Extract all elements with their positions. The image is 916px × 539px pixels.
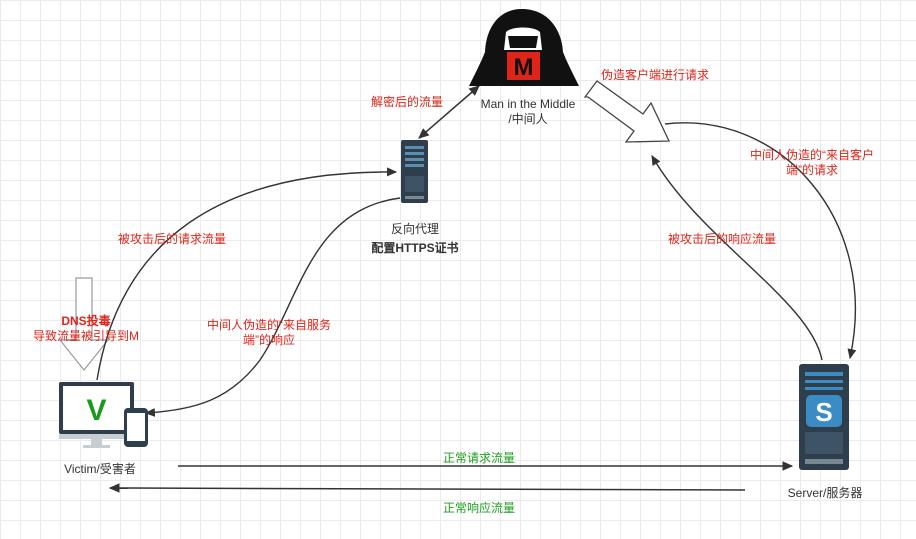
dns-poisoning-desc: 导致流量被引导到M bbox=[33, 329, 139, 343]
mitm-forged-client-label: 中间人伪造的“来自客户 端”的请求 bbox=[734, 148, 890, 178]
proxy-label-line2: 配置HTTPS证书 bbox=[371, 241, 459, 255]
attacker-proxy-arrow bbox=[418, 85, 480, 139]
svg-text:M: M bbox=[514, 54, 534, 81]
svg-text:V: V bbox=[86, 394, 106, 427]
forge-client-request-label: 伪造客户端进行请求 bbox=[601, 68, 710, 82]
proxy-label-line1: 反向代理 bbox=[390, 222, 439, 236]
dns-poisoning-label: DNS投毒 导致流量被引导到M bbox=[16, 314, 156, 344]
mitm-forged-server-line2: 端”的响应 bbox=[243, 333, 295, 347]
dns-hollow-arrow bbox=[58, 277, 110, 371]
mitm-forged-client-line2: 端”的请求 bbox=[786, 163, 838, 177]
victim-computer-icon: V bbox=[59, 382, 148, 448]
server-icon: S bbox=[799, 364, 849, 470]
attacker-badge bbox=[507, 52, 540, 80]
forge-hollow-arrow bbox=[583, 80, 671, 143]
attacker-to-server-arrow bbox=[664, 122, 857, 360]
proxy-label: 反向代理 配置HTTPS证书 bbox=[356, 220, 474, 258]
mitm-forged-server-line1: 中间人伪造的“来自服务 bbox=[207, 318, 331, 332]
server-label: Server/服务器 bbox=[787, 486, 863, 500]
attacked-response-label: 被攻击后的响应流量 bbox=[668, 232, 777, 246]
mitm-forged-client-line1: 中间人伪造的“来自客户 bbox=[750, 148, 874, 162]
attacker-label-line1: Man in the Middle bbox=[480, 97, 576, 111]
victim-to-proxy-arrow bbox=[96, 167, 398, 381]
victim-label: Victim/受害者 bbox=[64, 462, 136, 476]
attacked-request-label: 被攻击后的请求流量 bbox=[118, 232, 227, 246]
decrypted-traffic-label: 解密后的流量 bbox=[371, 95, 444, 109]
proxy-server-icon bbox=[401, 140, 428, 203]
normal-response-label: 正常响应流量 bbox=[443, 501, 516, 515]
hacker-icon: M bbox=[469, 9, 579, 86]
dns-poisoning-title: DNS投毒 bbox=[61, 314, 111, 328]
mitm-forged-server-label: 中间人伪造的“来自服务 端”的响应 bbox=[190, 318, 348, 348]
attacker-label-line2: /中间人 bbox=[508, 112, 548, 126]
proxy-to-victim-arrow bbox=[144, 197, 401, 417]
normal-request-label: 正常请求流量 bbox=[443, 451, 516, 465]
normal-response-arrow bbox=[108, 483, 746, 493]
attacker-label: Man in the Middle /中间人 bbox=[470, 97, 586, 127]
svg-text:S: S bbox=[815, 397, 832, 427]
server-to-attacker-arrow bbox=[651, 155, 823, 361]
